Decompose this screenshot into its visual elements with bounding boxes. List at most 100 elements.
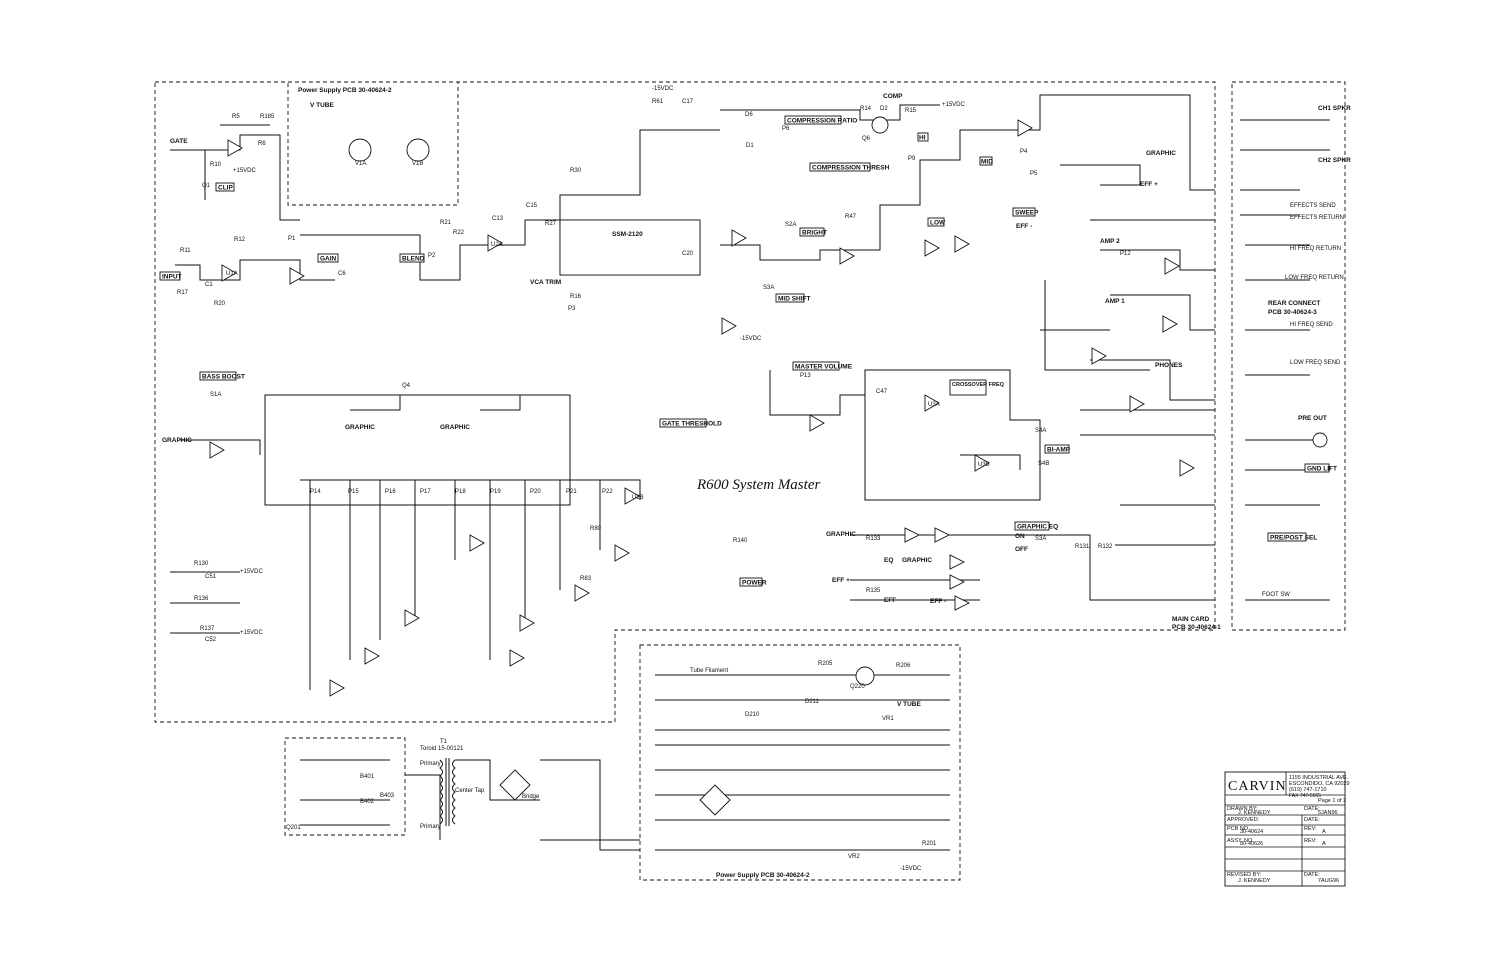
ref-q6: Q6 — [862, 136, 871, 142]
supply-label-3: -15VDC — [652, 86, 674, 92]
ref-r15: R15 — [905, 108, 917, 114]
ref-p17: P17 — [420, 489, 431, 495]
ref-c15: C15 — [526, 203, 538, 209]
ref-r14: R14 — [860, 106, 872, 112]
ref-s3a: S3A — [763, 285, 774, 291]
graphic-eq-out-label: GRAPHIC — [902, 557, 932, 564]
ref-r12: R12 — [234, 237, 246, 243]
ref-p21: P21 — [566, 489, 577, 495]
power-label: POWER — [742, 580, 767, 587]
ref-r11: R11 — [180, 248, 191, 254]
ref-r47: R47 — [845, 214, 857, 220]
graphic-eq-in-label: GRAPHIC — [826, 531, 856, 538]
pcb-rev-value: A — [1322, 829, 1326, 835]
power-supply-top-label: Power Supply PCB 30-40624-2 — [298, 87, 392, 94]
mid-shift-label: MID SHIFT — [778, 296, 811, 303]
ref-c20: C20 — [682, 251, 694, 257]
hi-freq-send-label: HI FREQ SEND — [1290, 322, 1333, 328]
supply-label-1: +15VDC — [233, 168, 257, 174]
ref-r137: R137 — [200, 626, 215, 632]
tube-v1a-symbol — [348, 138, 372, 162]
ref-d6: D6 — [745, 112, 753, 118]
gnd-lift-label: GND LIFT — [1307, 466, 1337, 473]
ref-c1: C1 — [205, 282, 213, 288]
boxed-labels: CLIP GAIN BLEND INPUT BASS BOOST COMPRES… — [159, 115, 1337, 587]
eff-out-label: EFF - — [930, 598, 946, 605]
ref-q220: Q220 — [850, 684, 865, 690]
ref-r10: R10 — [210, 162, 222, 168]
ref-c6: C6 — [338, 271, 346, 277]
rear-connect-border — [1231, 81, 1346, 631]
graphic-eq-label: GRAPHIC EQ — [1017, 524, 1058, 531]
primary-label-1: Primary — [420, 761, 441, 767]
ch1-spkr-label: CH1 SPKR — [1318, 105, 1351, 112]
power-supply-label: Power Supply PCB 30-40624-2 — [716, 872, 810, 879]
ref-r6: R6 — [258, 141, 266, 147]
ref-d210: D210 — [745, 712, 760, 718]
ch2-spkr-label: CH2 SPKR — [1318, 157, 1351, 164]
on-label: ON — [1015, 533, 1025, 540]
v-tube-label-2: V TUBE — [897, 701, 922, 708]
ref-r130: R130 — [194, 561, 209, 567]
gate-net-label: GATE — [170, 138, 188, 145]
ref-q201: Q201 — [286, 825, 301, 831]
ref-r132: R132 — [1098, 544, 1113, 550]
v-tube-label: V TUBE — [310, 102, 335, 109]
compression-thresh-label: COMPRESSION THRESH — [812, 165, 890, 172]
ref-r185: R185 — [260, 114, 275, 120]
effects-return-label: EFFECTS RETURN — [1290, 215, 1344, 221]
effects-send-label: EFFECTS SEND — [1290, 203, 1336, 209]
ref-p3: P3 — [568, 306, 576, 312]
ref-r16: R16 — [570, 294, 582, 300]
toroid-label: Toroid 15-00121 — [420, 746, 464, 752]
phones-label: PHONES — [1155, 362, 1183, 369]
ref-u2b: U2B — [632, 495, 644, 501]
ref-r135: R135 — [866, 588, 881, 594]
ref-v1b: V1B — [412, 161, 423, 167]
ssm2120-chip — [559, 219, 701, 276]
tube-v1b-symbol — [406, 138, 430, 162]
ref-r133: R133 — [866, 536, 881, 542]
drawn-date-value: 5JAN96 — [1318, 810, 1338, 816]
ref-c47: C47 — [876, 389, 888, 395]
ref-b402: B402 — [360, 799, 375, 805]
psu-bridge-symbol — [699, 784, 731, 816]
low-freq-send-label: LOW FREQ SEND — [1290, 360, 1341, 366]
ref-r205: R205 — [818, 661, 833, 667]
ref-u1a: U1A — [226, 271, 238, 277]
amp1-label: AMP 1 — [1105, 298, 1125, 305]
graphic-net-label-right: GRAPHIC — [1146, 150, 1176, 157]
ref-u3a: U3A — [928, 402, 940, 408]
gate-threshold-label: GATE THRESHOLD — [662, 421, 722, 428]
power-supply-border — [639, 644, 961, 881]
compression-ratio-label: COMPRESSION RATIO — [787, 118, 857, 125]
primary-label-2: Primary — [420, 824, 441, 830]
ref-r21: R21 — [440, 220, 452, 226]
supply-label-2: +15VDC — [942, 102, 966, 108]
low-label: LOW — [930, 220, 946, 227]
ref-s5a: S3A — [1035, 536, 1046, 542]
ref-r206: R206 — [896, 663, 911, 669]
eff-in-label: EFF + — [832, 577, 850, 584]
ref-r27: R27 — [545, 221, 557, 227]
ref-d211: D211 — [805, 699, 820, 705]
input-label: INPUT — [162, 274, 182, 281]
gain-label: GAIN — [320, 256, 337, 263]
eff-minus-label: EFF - — [1016, 223, 1032, 230]
ref-r201: R201 — [922, 841, 937, 847]
ref-r80: R80 — [590, 526, 602, 532]
ref-u3b: U3B — [978, 462, 990, 468]
ref-p6: P6 — [782, 126, 790, 132]
ref-b403: B403 — [380, 793, 395, 799]
bridge-rectifier-symbol — [499, 769, 531, 801]
supply-label-7: -15VDC — [900, 866, 922, 872]
ref-u2a: U2A — [491, 242, 503, 248]
ref-s4a: S4A — [1035, 428, 1046, 434]
switch-board-border — [284, 737, 406, 836]
ref-p19: P19 — [490, 489, 501, 495]
main-card-label-2: PCB 30-40624-1 — [1172, 624, 1221, 631]
approved-date-label: DATE: — [1304, 817, 1320, 823]
pcb-no-label: PCB NO. — [1227, 826, 1250, 832]
ref-r22: R22 — [453, 230, 465, 236]
low-freq-return-label: LOW FREQ RETURN — [1285, 275, 1344, 281]
